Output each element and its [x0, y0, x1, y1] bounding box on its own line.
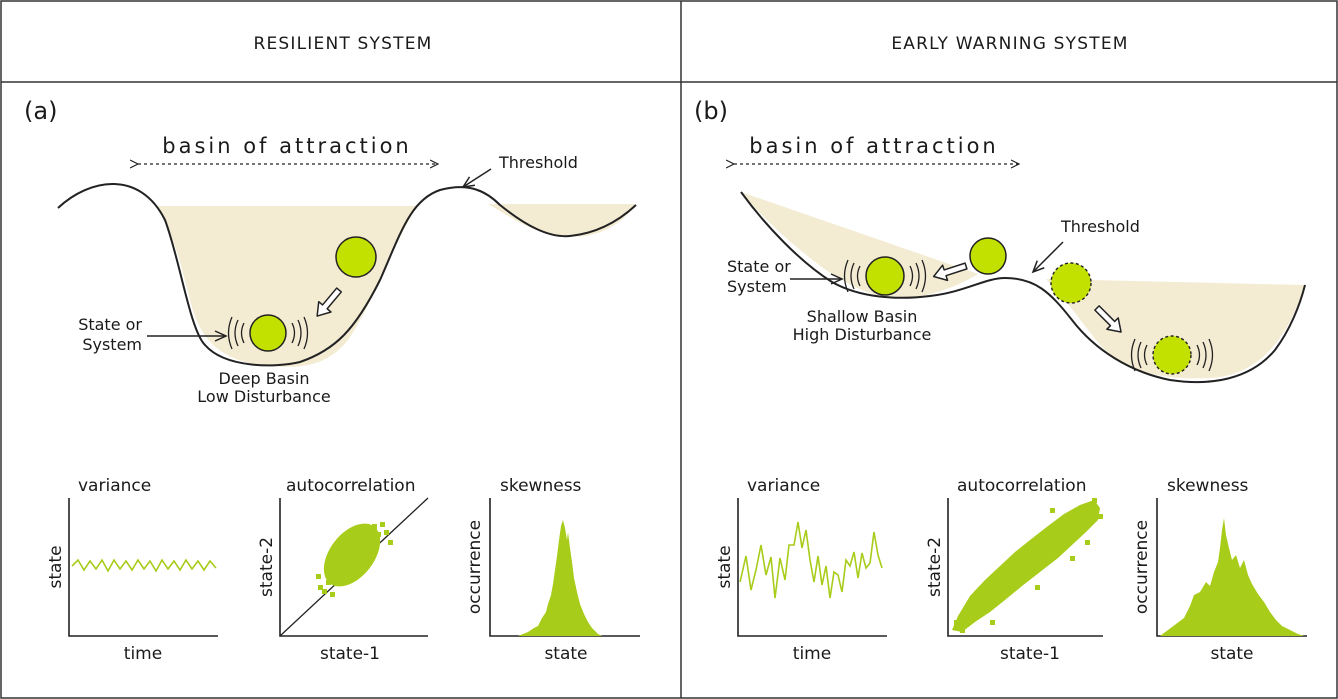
- ball-threshold-ghost: [1050, 262, 1092, 304]
- skewness-plot-a: skewness occurrence state: [465, 476, 640, 664]
- variance-axes: [737, 498, 887, 637]
- ball-lower-ghost: [1152, 335, 1192, 375]
- header-right: EARLY WARNING SYSTEM: [891, 34, 1128, 54]
- basin-of-attraction-label: basin of attraction: [749, 134, 999, 158]
- vibration-marks-lower: [1130, 338, 1214, 372]
- skewness-plot-b: skewness occurrence state: [1132, 476, 1307, 664]
- skewness-ylabel: occurrence: [465, 520, 485, 614]
- threshold-label: Threshold: [498, 153, 578, 172]
- scatter-cloud: [952, 500, 1100, 632]
- landscape-curve: [57, 183, 637, 367]
- hollow-arrow-down: [316, 287, 343, 317]
- adjacent-basin-fill: [488, 204, 636, 237]
- scatter-points: [954, 498, 1103, 633]
- header-left: RESILIENT SYSTEM: [253, 34, 432, 54]
- state-label-line2: System: [82, 335, 142, 354]
- ball-state: [249, 314, 287, 352]
- autocorrelation-axes: [947, 498, 1103, 637]
- state-label-line1: State or: [727, 257, 791, 276]
- skewness-title: skewness: [1167, 476, 1249, 496]
- variance-series: [739, 521, 883, 599]
- variance-title: variance: [747, 476, 820, 496]
- threshold-pointer: [1031, 241, 1064, 274]
- autocorrelation-xlabel: state-1: [1000, 644, 1060, 664]
- hollow-arrow-down-right: [1094, 305, 1122, 333]
- autocorrelation-xlabel: state-1: [320, 644, 380, 664]
- skewness-distribution: [518, 520, 602, 636]
- variance-title: variance: [78, 476, 151, 496]
- skewness-title: skewness: [500, 476, 582, 496]
- scatter-cloud: [323, 523, 381, 587]
- variance-xlabel: time: [124, 644, 162, 664]
- skewness-xlabel: state: [544, 644, 587, 664]
- variance-ylabel: state: [715, 545, 735, 588]
- basin-of-attraction-label: basin of attraction: [162, 134, 412, 158]
- basin-description-line2: Low Disturbance: [197, 387, 330, 406]
- panel-b-label: (b): [694, 97, 728, 125]
- autocorrelation-plot-a: autocorrelation state-2 state-1: [257, 476, 429, 664]
- state-label-line2: System: [727, 277, 787, 296]
- basin-description-line1: Deep Basin: [219, 369, 310, 388]
- skewness-xlabel: state: [1210, 644, 1253, 664]
- autocorrelation-ylabel: state-2: [925, 537, 945, 597]
- threshold-pointer: [461, 168, 492, 188]
- basin-description-line1: Shallow Basin: [807, 307, 918, 326]
- vibration-marks: [227, 316, 309, 350]
- hollow-arrow-left: [932, 262, 968, 282]
- ball-upper: [335, 236, 377, 278]
- panel-a: (a) basin of attraction Threshold State …: [24, 97, 640, 664]
- scatter-points: [316, 522, 393, 597]
- variance-plot-a: variance state time: [46, 476, 218, 664]
- autocorrelation-title: autocorrelation: [957, 476, 1086, 496]
- ball-upper: [969, 237, 1007, 275]
- variance-plot-b: variance state time: [715, 476, 887, 664]
- threshold-label: Threshold: [1060, 217, 1140, 236]
- autocorrelation-ylabel: state-2: [257, 537, 277, 597]
- panel-b: (b) basin of attraction Threshold: [694, 97, 1307, 664]
- vibration-marks: [843, 259, 927, 293]
- variance-series: [71, 558, 217, 573]
- state-label-line1: State or: [78, 315, 142, 334]
- lower-basin-fill: [1046, 279, 1305, 379]
- autocorrelation-title: autocorrelation: [286, 476, 415, 496]
- variance-axes: [68, 498, 218, 637]
- variance-ylabel: state: [46, 545, 66, 588]
- skewness-ylabel: occurrence: [1132, 520, 1152, 614]
- basin-description-line2: High Disturbance: [793, 325, 932, 344]
- panel-a-label: (a): [24, 97, 57, 125]
- autocorrelation-plot-b: autocorrelation state-2 state-1: [925, 476, 1103, 664]
- ball-state: [865, 256, 905, 296]
- variance-xlabel: time: [793, 644, 831, 664]
- skewness-distribution: [1160, 518, 1304, 636]
